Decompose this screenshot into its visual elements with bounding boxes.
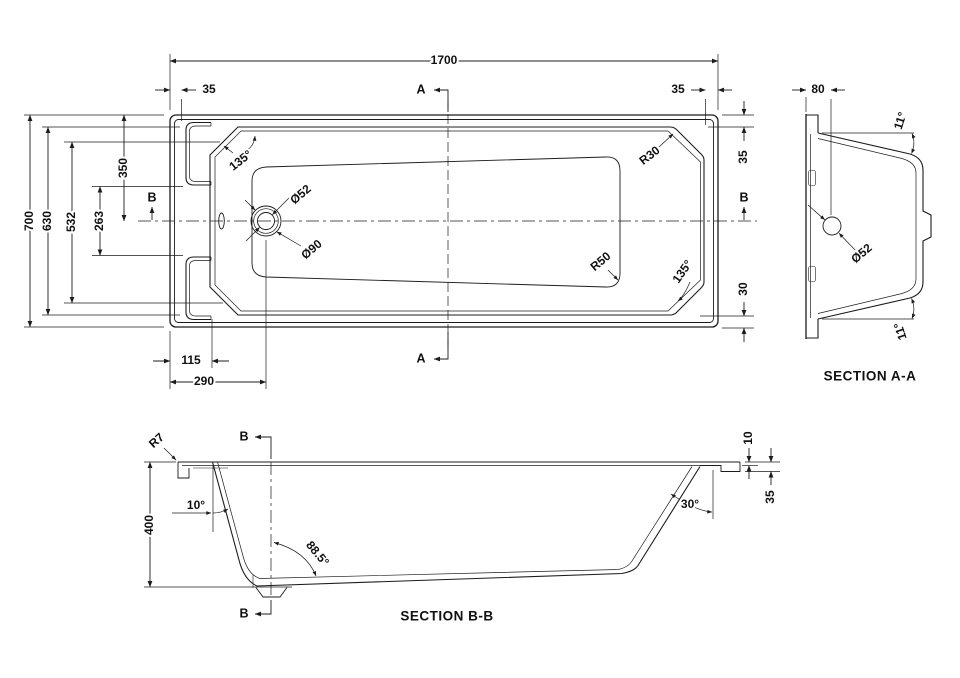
section-aa-outline — [805, 114, 932, 339]
section-b-marker-left: B — [147, 190, 157, 220]
section-aa-drain-callout: Ø52 — [807, 204, 877, 268]
section-bb-inner-profile — [211, 461, 701, 587]
section-aa-drain-label: Ø52 — [848, 241, 875, 267]
dim-80: 80 — [792, 80, 845, 215]
dim-35-right-label: 35 — [671, 82, 685, 96]
section-a-marker-bottom: A — [416, 332, 449, 365]
section-bb-marker-bottom: B — [239, 600, 272, 620]
dim-30-rightside: 30 — [734, 280, 752, 342]
callout-r50: R50 — [586, 247, 619, 281]
callout-135-left: 135° — [223, 135, 257, 176]
section-aa-view: Ø52 80 11° 11° SECTION A-A — [792, 80, 932, 384]
plan-extension-lines — [24, 54, 754, 389]
basin-opening-outer — [209, 126, 705, 316]
r7-label: R7 — [146, 430, 167, 451]
handle-recess-mark-top — [808, 170, 816, 186]
dim-630: 630 — [38, 126, 56, 316]
section-b-letter: B — [147, 190, 156, 204]
section-bb-outline — [177, 461, 741, 598]
dim-35-left-label: 35 — [202, 82, 216, 96]
section-aa-title: SECTION A-A — [824, 369, 917, 384]
section-a-letter: A — [416, 82, 425, 96]
section-a-marker-top: A — [416, 82, 449, 112]
dim-30-rightside-label: 30 — [736, 282, 750, 296]
dim-350-label: 350 — [116, 158, 130, 178]
grip-handle-bottom — [185, 256, 212, 321]
dim-350: 350 — [114, 114, 132, 222]
dim-1700-label: 1700 — [431, 53, 458, 67]
dim-35-rim: 35 — [761, 448, 779, 506]
dim-80-label: 80 — [811, 82, 825, 96]
dim-10-label: 10 — [741, 431, 755, 445]
drain-outer-label: Ø90 — [298, 237, 325, 263]
dim-11-top: 11° — [822, 108, 916, 154]
dim-1700: 1700 — [169, 51, 719, 69]
plan-view: Ø52 Ø90 B B A A — [20, 51, 757, 390]
r50-label: R50 — [588, 249, 614, 274]
callout-r30: R30 — [635, 133, 674, 170]
drain-inner-circle — [257, 212, 275, 230]
section-b-letter: B — [739, 190, 748, 204]
angle-30-label: 30° — [681, 497, 699, 511]
dim-35-rim-label: 35 — [763, 490, 777, 504]
dim-35-rightside-label: 35 — [736, 150, 750, 164]
section-aa-floor-and-boss — [909, 153, 932, 299]
section-bb-letter: B — [239, 429, 248, 443]
dim-263: 263 — [90, 186, 108, 256]
dim-532: 532 — [62, 141, 80, 304]
dim-11-bottom: 11° — [822, 298, 916, 344]
angle-11-bottom-label: 11° — [891, 321, 910, 342]
dim-290: 290 — [169, 372, 267, 390]
drain-inner-label: Ø52 — [287, 182, 314, 208]
dim-10-rim: 10 — [739, 429, 780, 479]
section-bb-letter: B — [239, 606, 248, 620]
section-bb-right-step — [700, 462, 741, 472]
handle-recess-mark-bottom — [808, 266, 816, 282]
section-bb-left-cap — [177, 462, 190, 479]
section-bb-drain-boss — [255, 587, 288, 598]
basin-opening-inner — [214, 130, 701, 312]
dim-630-label: 630 — [40, 211, 54, 231]
dim-10deg: 10° — [172, 465, 229, 532]
drain: Ø52 Ø90 — [244, 180, 327, 264]
angle-11-top-label: 11° — [891, 110, 910, 131]
section-bb-view: B B R7 400 10° 88.5° — [140, 428, 780, 624]
section-aa-drain-hole — [822, 216, 842, 236]
angle-885-label: 88.5° — [303, 538, 332, 569]
section-bb-marker-top: B — [239, 429, 272, 459]
dim-290-label: 290 — [194, 374, 214, 388]
r30-label: R30 — [637, 143, 663, 168]
callout-r7: R7 — [144, 428, 177, 461]
dim-30deg: 30° — [670, 470, 714, 519]
dim-400-label: 400 — [142, 515, 156, 535]
dim-400: 400 — [140, 461, 292, 588]
dim-263-label: 263 — [92, 211, 106, 231]
dim-700: 700 — [20, 114, 38, 328]
dim-35-rightside: 35 — [734, 101, 752, 166]
dim-885deg: 88.5° — [273, 536, 334, 577]
section-bb-title: SECTION B-B — [400, 609, 493, 624]
angle-10-label: 10° — [187, 498, 205, 512]
angle-135-right-label: 135° — [669, 257, 695, 286]
dim-35-right: 35 — [669, 80, 732, 98]
dim-115-label: 115 — [181, 353, 201, 367]
callout-135-right: 135° — [667, 255, 697, 302]
dim-115: 115 — [153, 351, 229, 369]
grip-handle-top — [185, 121, 212, 186]
dim-700-label: 700 — [22, 211, 36, 231]
basin-floor-outline — [251, 156, 621, 288]
dim-532-label: 532 — [64, 212, 78, 232]
section-a-letter: A — [416, 351, 425, 365]
dim-35-left: 35 — [155, 80, 218, 98]
section-b-marker-right: B — [739, 190, 749, 220]
